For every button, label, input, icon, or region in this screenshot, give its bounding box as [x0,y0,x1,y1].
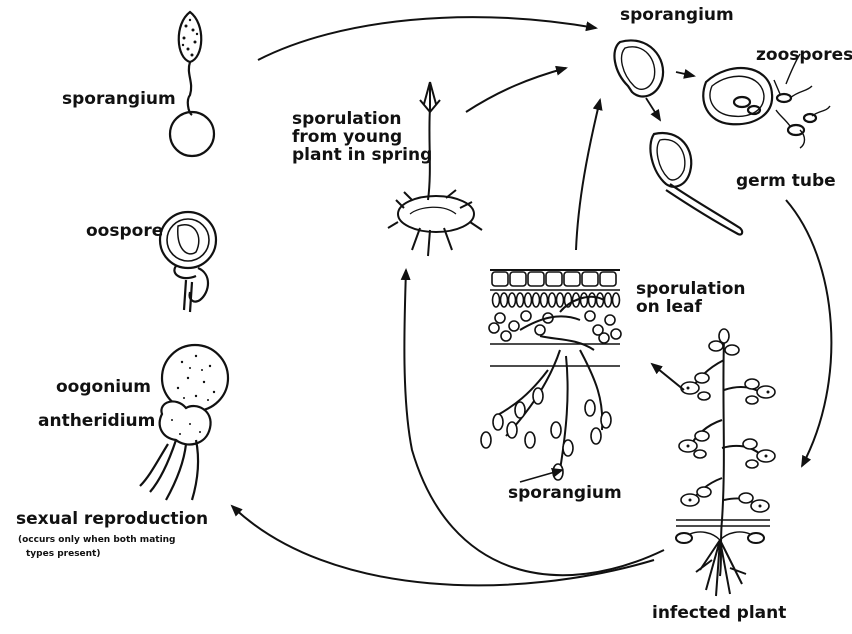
label-sporulation-spring-3: plant in spring [292,146,432,165]
arrow-leaf-to-sporangium [576,100,600,250]
label-oospore: oospore [86,222,163,241]
arrow-germ-tube-to-plant [786,200,831,466]
label-germ-tube: germ tube [736,172,836,191]
infected-plant-icon [676,329,775,596]
label-zoospores: zoospores [756,46,852,65]
leaf-section-icon [481,266,621,480]
label-sexual-note-1: (occurs only when both mating [18,534,176,546]
arrow-young-plant-to-sporangium [466,68,566,112]
young-plant-icon [388,82,482,256]
label-sexual-reproduction: sexual reproduction [16,510,208,529]
label-antheridium: antheridium [38,412,155,431]
arrow-plant-to-leaf [652,364,684,390]
label-sexual-note-2: types present) [26,548,100,560]
label-sporangium-top-right: sporangium [620,6,734,25]
label-oogonium: oogonium [56,378,151,397]
oospore-icon [160,212,216,312]
label-sporangium-bottom: sporangium [508,484,622,503]
arrow-to-sporangium-top [258,17,596,60]
label-sporangium-top-left: sporangium [62,90,176,109]
sporangium-cluster-icon [614,40,830,234]
label-infected-plant: infected plant [652,604,786,623]
label-sporulation-leaf-2: on leaf [636,298,702,317]
sporangium-icon [170,12,214,156]
